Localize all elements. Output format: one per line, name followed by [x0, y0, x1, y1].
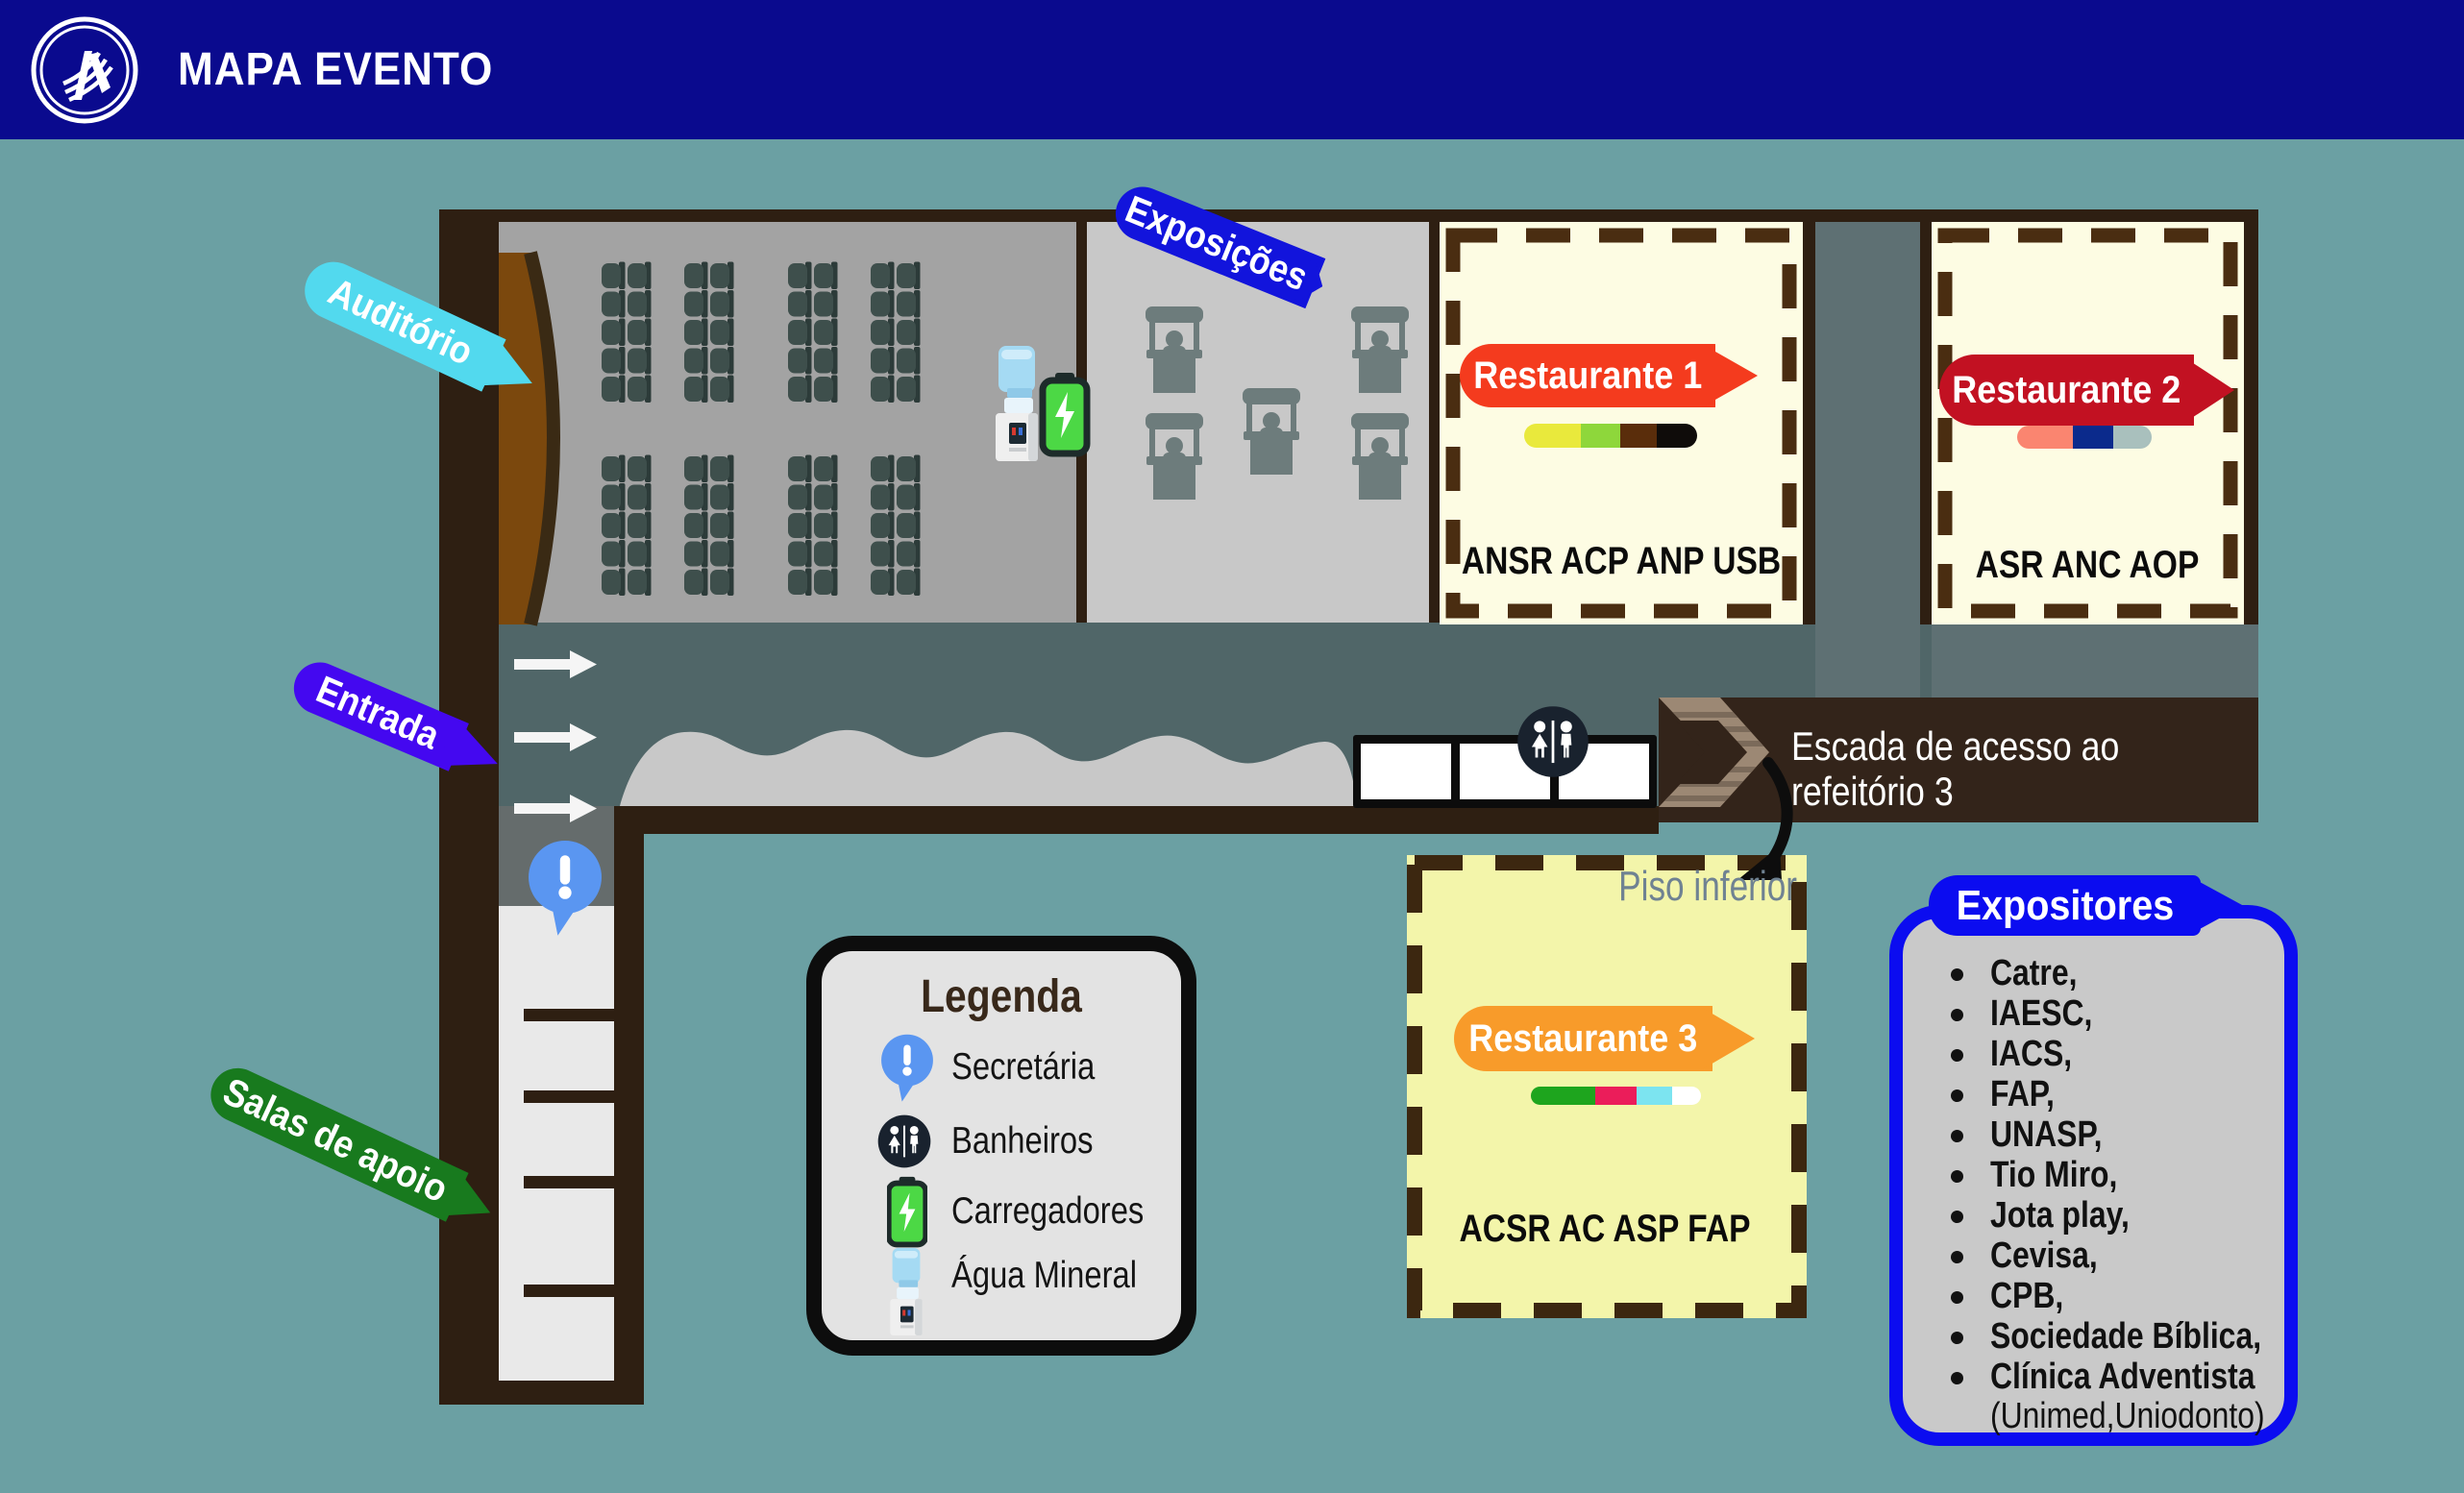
stage-shadow [524, 251, 560, 626]
bullet-icon [1951, 1170, 1963, 1184]
restaurante3-codes: ACSR AC ASP FAP [1459, 1208, 1751, 1250]
stage [499, 253, 554, 624]
expositores-item-label: Sociedade Bíblica, [1990, 1316, 2262, 1357]
expositores-item-label: Tio Miro, [1990, 1155, 2118, 1195]
banner-body: Restaurante 3 [1454, 1006, 1712, 1071]
secretaria-pin-icon [881, 1034, 933, 1102]
expositores-item-label: Jota play, [1990, 1195, 2130, 1236]
expositores-item: Catre, [1951, 953, 2284, 993]
adventist-church-logo-icon [31, 16, 138, 124]
bullet-icon [1951, 1372, 1963, 1385]
bullet-icon [1951, 1130, 1963, 1143]
tables-row [1353, 735, 1657, 808]
header-bar: MAPA EVENTO [0, 0, 2464, 139]
bullet-icon [1951, 1049, 1963, 1063]
restaurante2-codes: ASR ANC AOP [1975, 544, 2200, 586]
legend-title: Legenda [921, 971, 1082, 1022]
restaurant1-room [1440, 222, 1803, 624]
auditorium-floor [499, 222, 1076, 623]
banner-tip [2187, 875, 2243, 936]
expositores-item: Jota play, [1951, 1195, 2284, 1236]
bullet-icon [1951, 1251, 1963, 1264]
expositores-list: Catre, IAESC, IACS, FAP, UNASP, Tio Miro… [1903, 953, 2284, 1397]
salas-rooms [499, 906, 614, 1381]
stairs-note-line1: Escada de acesso ao [1791, 723, 2120, 769]
expositores-item-label: IAESC, [1990, 993, 2093, 1034]
battery-charger-icon [1043, 373, 1087, 453]
restaurante1-label: Restaurante 1 [1472, 355, 1703, 397]
piso-inferior-note: Piso inferior [1618, 863, 1797, 910]
below-rest2-floor [1932, 623, 2258, 698]
gap-floor [1815, 222, 1920, 698]
expositores-title: Expositores [1956, 881, 2174, 929]
banner-tip [1702, 344, 1758, 407]
restaurante2-banner: Restaurante 2 [1939, 355, 2234, 426]
water-dispenser-icon [890, 1248, 923, 1335]
restaurante2-label: Restaurante 2 [1952, 369, 2181, 411]
legend-item-label: Secretária [951, 1046, 1096, 1088]
expositores-item: FAP, [1951, 1074, 2284, 1114]
restaurante3-banner: Restaurante 3 [1454, 1006, 1755, 1071]
expositores-item: CPB, [1951, 1276, 2284, 1316]
page-title: MAPA EVENTO [178, 44, 494, 95]
expositores-item: Tio Miro, [1951, 1155, 2284, 1195]
bullet-icon [1951, 968, 1963, 982]
expositores-item-label: FAP, [1990, 1074, 2055, 1114]
expositores-item-label: CPB, [1990, 1276, 2064, 1316]
restaurant2-dashed-border [1937, 228, 2238, 619]
banner-body: Restaurante 2 [1939, 355, 2194, 426]
restaurante3-pill [1531, 1087, 1701, 1105]
restaurante3-label: Restaurante 3 [1468, 1017, 1698, 1060]
banner-tip [2180, 355, 2234, 426]
restroom-icon [877, 1114, 931, 1168]
expositores-item-label: Cevisa, [1990, 1236, 2098, 1276]
stairs-icon [1659, 698, 1769, 807]
salas-room-dividers [524, 1009, 614, 1297]
downstairs-arrow [1737, 757, 1793, 880]
expositores-item: UNASP, [1951, 1114, 2284, 1155]
stairs-note-line2: refeitório 3 [1791, 769, 1954, 814]
restaurante1-banner: Restaurante 1 [1460, 344, 1758, 407]
restaurante1-pill [1524, 424, 1697, 448]
expositores-item-label: Clínica Adventista [1990, 1357, 2255, 1397]
bullet-icon [1951, 1332, 1963, 1345]
banner-tip [1699, 1006, 1755, 1071]
expositores-item: IAESC, [1951, 993, 2284, 1034]
legend-panel: Legenda Secretária Banheiros Carregadore… [806, 936, 1196, 1356]
bullet-icon [1951, 1291, 1963, 1305]
expositores-item-label: Catre, [1990, 953, 2078, 993]
legend-item-label: Carregadores [951, 1190, 1145, 1232]
banner-body: Restaurante 1 [1460, 344, 1715, 407]
restaurante2-pill [2017, 426, 2152, 449]
expositores-panel: Catre, IAESC, IACS, FAP, UNASP, Tio Miro… [1889, 905, 2298, 1446]
expositores-footnote: (Unimed,Uniodonto) [1990, 1396, 2265, 1436]
queue-wave [620, 729, 1357, 806]
restaurante1-codes: ANSR ACP ANP USB [1461, 540, 1782, 582]
legend-item-label: Água Mineral [951, 1255, 1138, 1296]
bullet-icon [1951, 1009, 1963, 1022]
expositores-banner: Expositores [1929, 875, 2243, 936]
bullet-icon [1951, 1089, 1963, 1103]
banner-body: Expositores [1929, 875, 2201, 936]
legend-item-label: Banheiros [951, 1120, 1094, 1162]
bullet-icon [1951, 1211, 1963, 1224]
restaurant3-dashed-border [1407, 855, 1807, 1318]
walls [439, 209, 2258, 1405]
expositores-item: Cevisa, [1951, 1236, 2284, 1276]
restaurant1-dashed-border [1445, 228, 1797, 619]
restroom-icon [1517, 706, 1589, 777]
auditorium-seats [602, 261, 921, 596]
expositores-item-label: UNASP, [1990, 1114, 2103, 1155]
expositores-item: Sociedade Bíblica, [1951, 1316, 2284, 1357]
stairs-note: Escada de acesso ao refeitório 3 [1791, 723, 2119, 814]
expositores-item: Clínica Adventista [1951, 1357, 2284, 1397]
expositores-item-label: IACS, [1990, 1034, 2073, 1074]
battery-charger-icon [887, 1175, 927, 1248]
expositores-item: IACS, [1951, 1034, 2284, 1074]
